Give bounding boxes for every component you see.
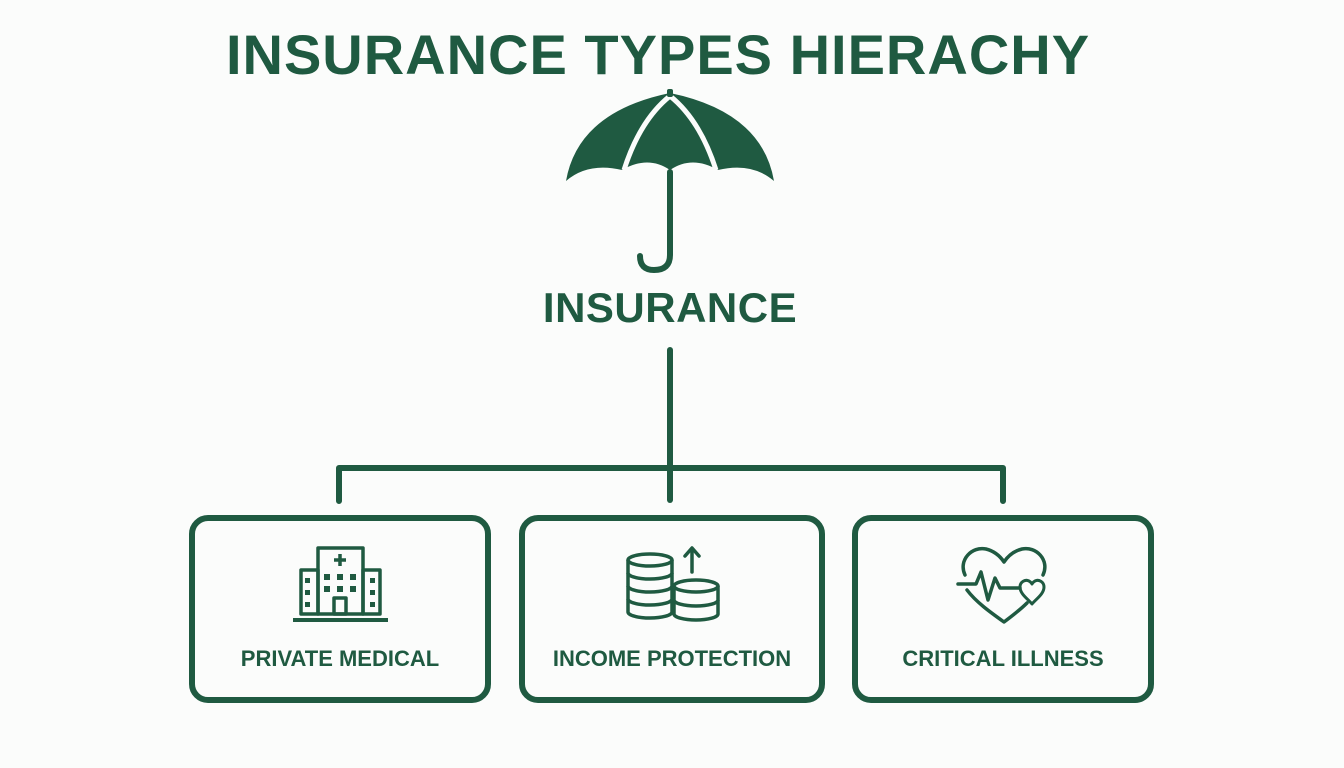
node-box-income-protection	[519, 515, 825, 703]
diagram-title: INSURANCE TYPES HIERACHY	[225, 23, 1091, 86]
hospital-icon	[293, 546, 388, 622]
root-node-label: INSURANCE	[542, 284, 798, 331]
connector-lines	[336, 347, 1006, 504]
child-node-boxes	[189, 515, 1154, 703]
node-box-critical-illness	[852, 515, 1154, 703]
node-box-private-medical	[189, 515, 491, 703]
node-label-private-medical: PRIVATE MEDICAL	[240, 646, 440, 671]
heart-pulse-icon	[956, 546, 1047, 624]
node-label-critical-illness: CRITICAL ILLNESS	[902, 646, 1104, 671]
coin-stacks-arrow-up-icon	[626, 546, 720, 622]
umbrella-icon	[566, 89, 774, 274]
node-label-income-protection: INCOME PROTECTION	[552, 646, 792, 671]
